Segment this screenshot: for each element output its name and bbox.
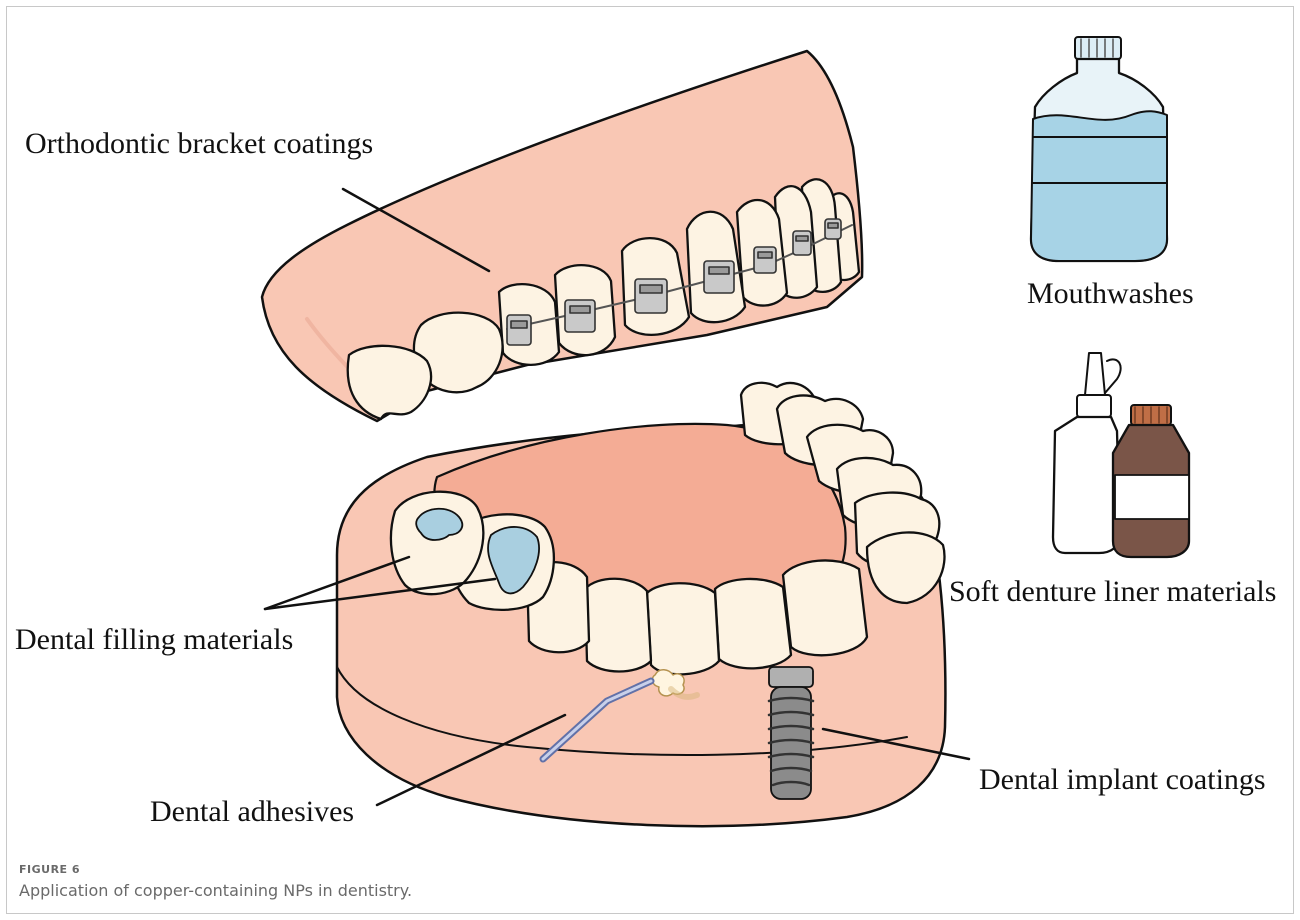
lower-tooth [715,579,791,668]
lower-tooth [783,560,867,655]
figure-number: FIGURE 6 [19,863,1289,876]
label-mouthwash: Mouthwashes [1027,277,1194,310]
figure-frame: Orthodontic bracket coatings Mouthwashes… [6,6,1294,914]
figure-caption-text: Application of copper-containing NPs in … [19,881,1289,900]
label-implant: Dental implant coatings [979,763,1266,796]
amber-bottle-icon [1113,405,1189,557]
bracket-icon [565,300,595,332]
dental-implant-icon [769,667,813,799]
lower-jaw [337,383,945,826]
bracket-icon [635,279,667,313]
dropper-bottle-icon [1053,353,1121,553]
label-adhesive: Dental adhesives [150,795,354,828]
bracket-icon [754,247,776,273]
dentistry-illustration: Orthodontic bracket coatings Mouthwashes… [7,7,1294,857]
bracket-icon [704,261,734,293]
bracket-icon [507,315,531,345]
lower-tooth [647,583,719,674]
lower-tooth [585,579,651,672]
upper-jaw [262,51,862,421]
bracket-icon [793,231,811,255]
label-filling: Dental filling materials [15,623,293,656]
mouthwash-bottle-icon [1031,37,1167,261]
label-orthodontic: Orthodontic bracket coatings [25,127,373,160]
bracket-icon [825,219,841,239]
figure-caption: FIGURE 6 Application of copper-containin… [19,863,1289,900]
label-soft-liner: Soft denture liner materials [949,575,1276,608]
